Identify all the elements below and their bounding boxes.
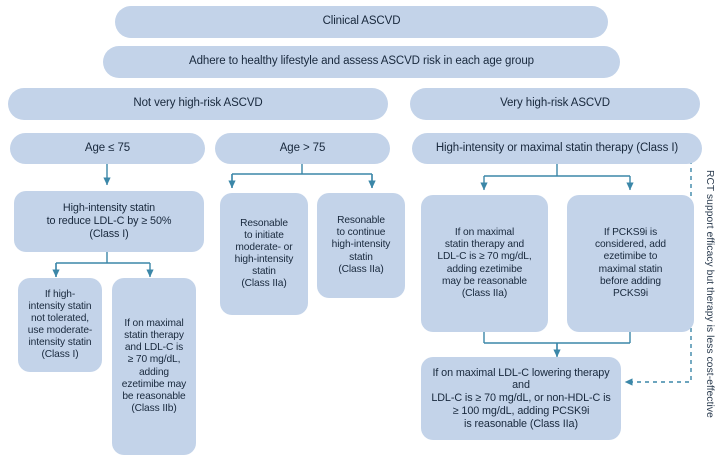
node-clinical-ascvd[interactable]: Clinical ASCVD (115, 6, 608, 38)
side-note-rct-support: RCT support efficacy but therapy is less… (704, 170, 715, 418)
node-reasonable-initiate-statin[interactable]: Resonable to initiate moderate- or high-… (220, 193, 308, 315)
node-reasonable-continue-statin[interactable]: Resonable to continue high-intensity sta… (317, 193, 405, 298)
node-age-le-75[interactable]: Age ≤ 75 (10, 133, 205, 164)
node-pcsk9i-considered-add-ezetimibe[interactable]: If PCKS9i is considered, add ezetimibe t… (567, 195, 694, 332)
node-maximal-statin-add-ezetimibe-iib[interactable]: If on maximal statin therapy and LDL-C i… (112, 278, 196, 455)
node-high-intensity-statin-ldlc-50[interactable]: High-intensity statin to reduce LDL-C by… (14, 191, 204, 252)
node-age-gt-75[interactable]: Age > 75 (215, 133, 390, 164)
node-high-or-maximal-statin-therapy[interactable]: High-intensity or maximal statin therapy… (412, 133, 702, 164)
node-maximal-statin-add-ezetimibe-iia[interactable]: If on maximal statin therapy and LDL-C i… (421, 195, 548, 332)
node-very-high-risk-ascvd[interactable]: Very high-risk ASCVD (410, 88, 700, 120)
node-not-very-high-risk-ascvd[interactable]: Not very high-risk ASCVD (8, 88, 388, 120)
node-pcsk9i-reasonable-iia[interactable]: If on maximal LDL-C lowering therapy and… (421, 357, 621, 440)
node-adhere-lifestyle[interactable]: Adhere to healthy lifestyle and assess A… (103, 46, 620, 78)
node-statin-not-tolerated[interactable]: If high- intensity statin not tolerated,… (18, 278, 102, 372)
